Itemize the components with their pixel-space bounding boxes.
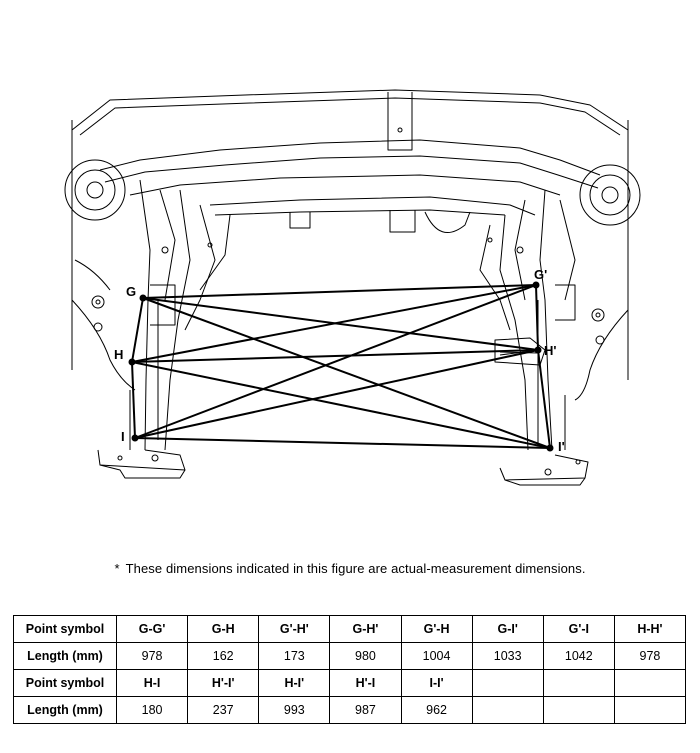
length-cell: 978: [115, 642, 189, 670]
line-G'-H': [535, 284, 539, 351]
point-H-prime: [534, 346, 542, 354]
symbol-cell: G-H: [187, 615, 260, 643]
line-G'-I: [134, 284, 537, 439]
symbol-cell: H-H': [613, 615, 687, 643]
line-G-I': [142, 297, 551, 449]
table-row: Point symbol H-I H'-I' H-I' H'-I I-I': [13, 669, 687, 697]
length-cell: [542, 696, 615, 724]
point-G-prime: [532, 281, 540, 289]
label-I-prime: I': [558, 439, 565, 454]
length-cell: 987: [329, 696, 402, 724]
length-cell: 1004: [400, 642, 473, 670]
table-row: Point symbol G-G' G-H G'-H' G-H' G'-H G-…: [13, 615, 687, 643]
length-cell: 980: [329, 642, 402, 670]
length-cell: [471, 696, 544, 724]
vehicle-frame-drawing: [64, 89, 641, 486]
line-G-H: [131, 297, 144, 363]
length-cell: 993: [258, 696, 331, 724]
line-G-H': [142, 297, 539, 351]
measurement-note: * These dimensions indicated in this figu…: [0, 561, 700, 576]
row-label-point-symbol: Point symbol: [13, 615, 117, 643]
row-label-length: Length (mm): [13, 696, 117, 724]
line-H-I': [131, 361, 551, 449]
line-H-I: [131, 361, 136, 439]
symbol-cell: I-I': [400, 669, 473, 697]
line-H-H': [131, 349, 539, 363]
symbol-cell: G'-I: [542, 615, 615, 643]
symbol-cell: G-I': [471, 615, 544, 643]
symbol-cell: H-I: [115, 669, 189, 697]
symbol-cell: H'-I': [187, 669, 260, 697]
length-cell: 978: [613, 642, 687, 670]
measurement-lines: [131, 284, 551, 449]
line-G'-H: [131, 284, 537, 363]
line-H'-I': [537, 349, 551, 449]
length-cell: 1033: [471, 642, 544, 670]
length-cell: 237: [187, 696, 260, 724]
point-G: [139, 294, 147, 302]
table-row: Length (mm) 180 237 993 987 962: [13, 696, 687, 724]
note-asterisk: *: [114, 561, 120, 576]
length-cell: 962: [400, 696, 473, 724]
label-G: G: [126, 284, 136, 299]
table-row: Length (mm) 978 162 173 980 1004 1033 10…: [13, 642, 687, 670]
dimension-table: Point symbol G-G' G-H G'-H' G-H' G'-H G-…: [13, 615, 687, 724]
symbol-cell: H'-I: [329, 669, 402, 697]
length-cell: 173: [258, 642, 331, 670]
symbol-cell: H-I': [258, 669, 331, 697]
symbol-cell: G'-H': [258, 615, 331, 643]
symbol-cell: G'-H: [400, 615, 473, 643]
point-I-prime: [546, 444, 554, 452]
underbody-measurement-diagram: G G' H H' I I': [64, 89, 641, 486]
length-cell: 1042: [542, 642, 615, 670]
label-G-prime: G': [534, 267, 547, 282]
measurement-points: [128, 281, 554, 452]
symbol-cell: G-H': [329, 615, 402, 643]
label-I: I: [121, 429, 125, 444]
point-H: [128, 358, 136, 366]
row-label-length: Length (mm): [13, 642, 117, 670]
length-cell: 162: [187, 642, 260, 670]
point-I: [131, 434, 139, 442]
length-cell: 180: [115, 696, 189, 724]
line-I-I': [134, 437, 551, 449]
symbol-cell: G-G': [115, 615, 189, 643]
label-H-prime: H': [544, 343, 556, 358]
symbol-cell: [471, 669, 544, 697]
label-H: H: [114, 347, 123, 362]
row-label-point-symbol: Point symbol: [13, 669, 117, 697]
line-G-G': [142, 284, 537, 299]
line-H'-I: [134, 349, 539, 439]
note-text: These dimensions indicated in this figur…: [125, 561, 586, 576]
symbol-cell: [542, 669, 615, 697]
symbol-cell: [613, 669, 687, 697]
length-cell: [613, 696, 687, 724]
